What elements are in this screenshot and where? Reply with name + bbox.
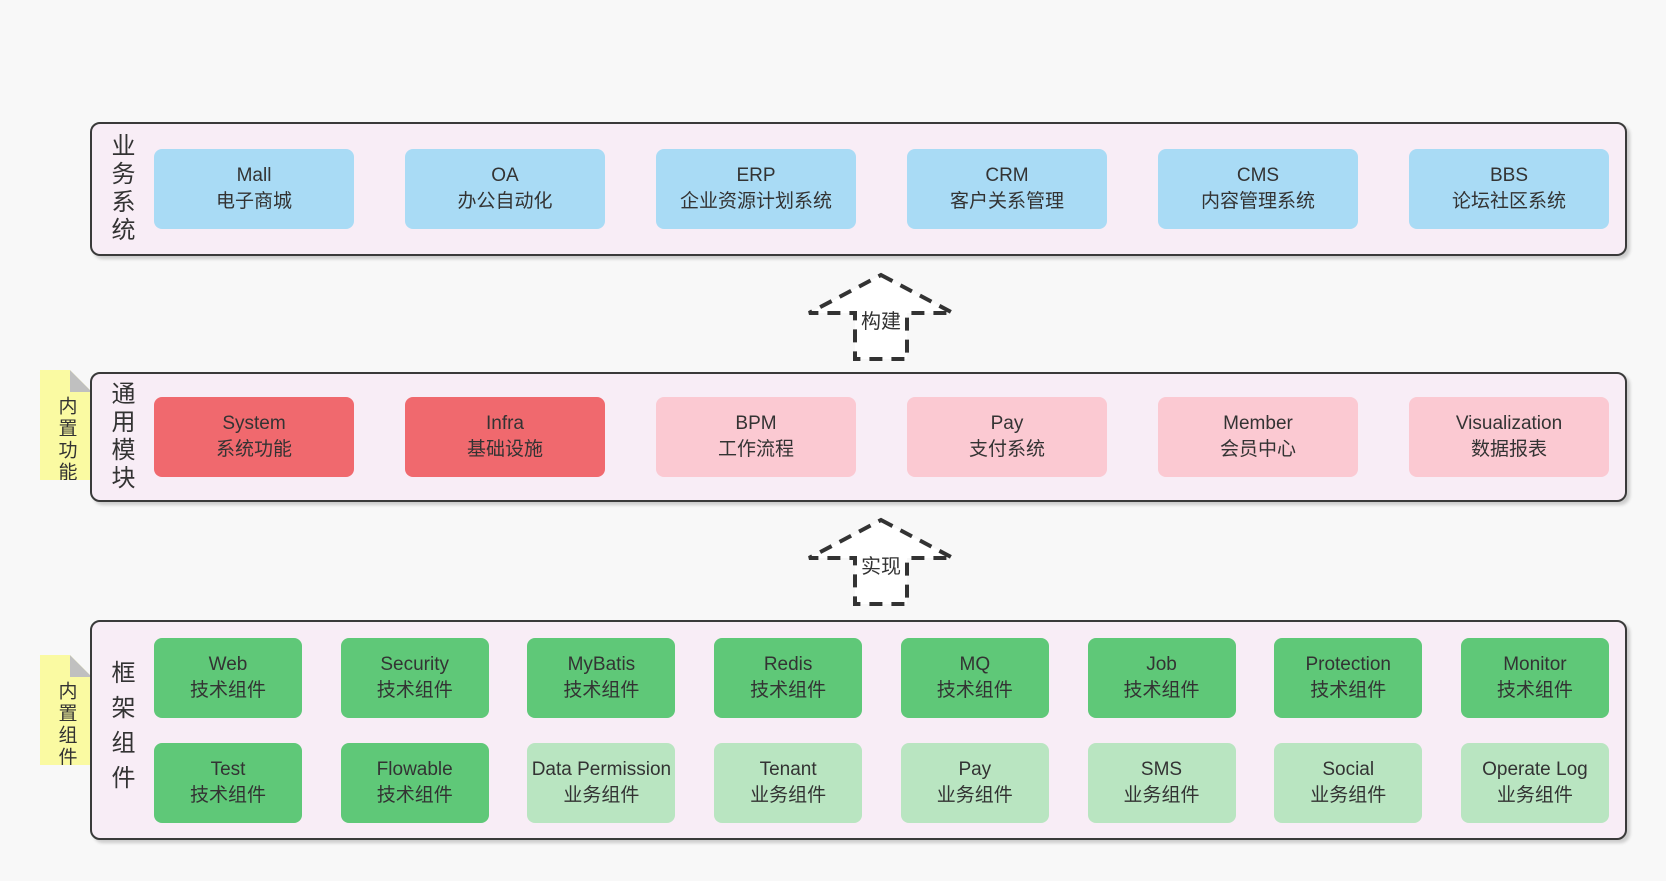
node-pay-system: Pay 支付系统 — [907, 397, 1107, 477]
folded-corner-icon — [70, 655, 92, 677]
folded-corner-icon — [70, 370, 92, 392]
band-label-common-modules: 通用模块 — [107, 381, 134, 493]
node-operate-log: Operate Log 业务组件 — [1460, 742, 1609, 823]
sticky-note-builtin-components: 内置组件 — [40, 655, 92, 765]
band-label-business-systems: 业务系统 — [107, 133, 134, 245]
node-mall: Mall 电子商城 — [154, 149, 354, 229]
node-pay-component: Pay 业务组件 — [900, 742, 1049, 823]
sticky-note-builtin-features: 内置功能 — [40, 370, 92, 480]
node-sms: SMS 业务组件 — [1087, 742, 1236, 823]
node-social: Social 业务组件 — [1274, 742, 1423, 823]
box-row: System 系统功能 Infra 基础设施 BPM 工作流程 Pay 支付系统… — [154, 397, 1609, 477]
node-tenant: Tenant 业务组件 — [714, 742, 863, 823]
node-job: Job 技术组件 — [1087, 637, 1236, 718]
band-content: Mall 电子商城 OA 办公自动化 ERP 企业资源计划系统 CRM 客户关系… — [154, 124, 1609, 254]
box-row-tech: Web 技术组件 Security 技术组件 MyBatis 技术组件 Redi… — [154, 637, 1609, 718]
node-member: Member 会员中心 — [1158, 397, 1358, 477]
arrow-build: 构建 — [801, 269, 961, 369]
node-infra: Infra 基础设施 — [405, 397, 605, 477]
node-mybatis: MyBatis 技术组件 — [527, 637, 676, 718]
node-cms: CMS 内容管理系统 — [1158, 149, 1358, 229]
node-web: Web 技术组件 — [154, 637, 302, 718]
node-erp: ERP 企业资源计划系统 — [656, 149, 856, 229]
band-business-systems: 业务系统 Mall 电子商城 OA 办公自动化 ERP 企业资源计划系统 CRM… — [90, 122, 1627, 256]
node-bbs: BBS 论坛社区系统 — [1409, 149, 1609, 229]
band-content: Web 技术组件 Security 技术组件 MyBatis 技术组件 Redi… — [154, 622, 1609, 838]
node-data-permission: Data Permission 业务组件 — [527, 742, 676, 823]
node-test: Test 技术组件 — [154, 742, 302, 823]
band-framework-components: 框架组件 Web 技术组件 Security 技术组件 MyBatis 技术组件… — [90, 620, 1627, 840]
band-common-modules: 通用模块 System 系统功能 Infra 基础设施 BPM 工作流程 Pay… — [90, 372, 1627, 502]
node-system: System 系统功能 — [154, 397, 354, 477]
node-protection: Protection 技术组件 — [1274, 637, 1423, 718]
box-row-business: Test 技术组件 Flowable 技术组件 Data Permission … — [154, 742, 1609, 823]
node-oa: OA 办公自动化 — [405, 149, 605, 229]
node-crm: CRM 客户关系管理 — [907, 149, 1107, 229]
node-monitor: Monitor 技术组件 — [1460, 637, 1609, 718]
node-security: Security 技术组件 — [340, 637, 489, 718]
band-content: System 系统功能 Infra 基础设施 BPM 工作流程 Pay 支付系统… — [154, 374, 1609, 500]
box-row: Mall 电子商城 OA 办公自动化 ERP 企业资源计划系统 CRM 客户关系… — [154, 149, 1609, 229]
arrow-build-label: 构建 — [858, 309, 904, 335]
arrow-implement: 实现 — [801, 514, 961, 614]
node-redis: Redis 技术组件 — [714, 637, 863, 718]
node-mq: MQ 技术组件 — [900, 637, 1049, 718]
band-label-framework-components: 框架组件 — [107, 660, 134, 800]
arrow-implement-label: 实现 — [858, 554, 904, 580]
node-visualization: Visualization 数据报表 — [1409, 397, 1609, 477]
node-flowable: Flowable 技术组件 — [340, 742, 489, 823]
node-bpm: BPM 工作流程 — [656, 397, 856, 477]
